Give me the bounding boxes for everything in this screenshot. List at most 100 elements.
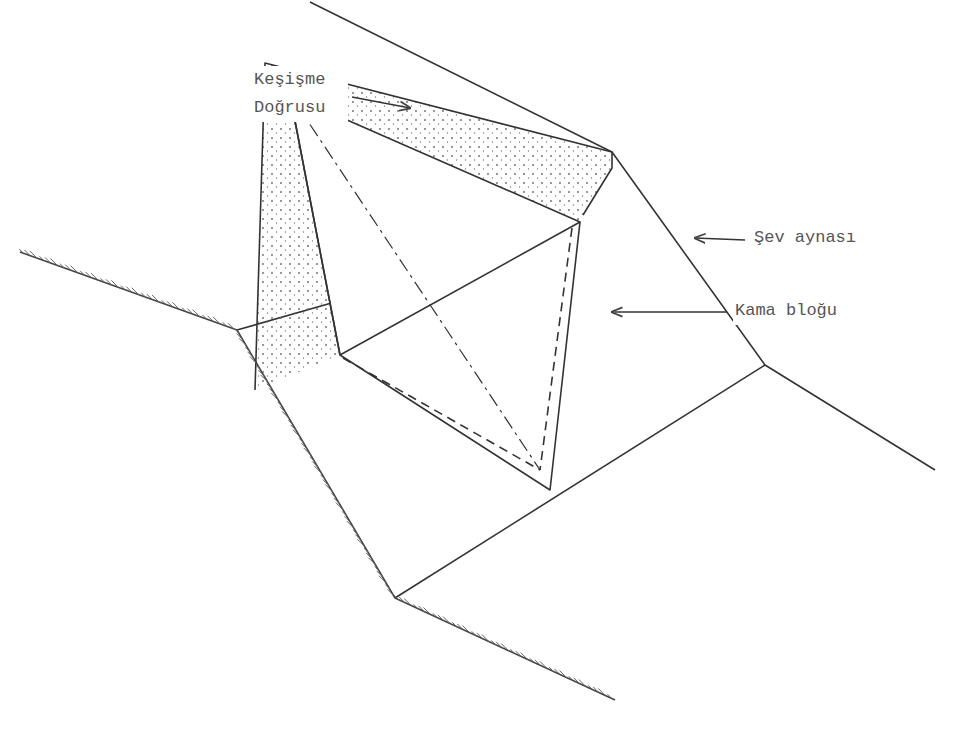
hatch-stroke [404, 599, 411, 606]
hatch-stroke [325, 484, 332, 491]
hatch-stroke [516, 651, 522, 657]
hatch-stroke [228, 323, 234, 329]
hatch-stroke [91, 273, 98, 280]
hatch-stroke [202, 315, 206, 319]
hatch-stroke [213, 317, 220, 324]
hatch-stroke [40, 256, 44, 260]
ground-hatching [19, 249, 612, 698]
hatch-stroke [132, 288, 139, 295]
hatch-stroke [593, 687, 599, 693]
hatch-stroke [332, 493, 336, 497]
hatch-stroke [106, 279, 112, 285]
hatch-stroke [413, 604, 417, 608]
hatch-stroke [86, 272, 92, 278]
hatch-stroke [482, 635, 489, 642]
callout-label: Kama bloğu [733, 297, 839, 325]
hatch-stroke [30, 251, 37, 258]
hatch-stroke [549, 667, 553, 671]
hatch-stroke [559, 671, 566, 678]
hatch-stroke [535, 660, 541, 666]
hatch-stroke [126, 287, 132, 293]
hatch-stroke [256, 365, 260, 369]
hatch-stroke [608, 694, 612, 698]
hatch-stroke [496, 642, 502, 648]
leader-arrow [695, 238, 745, 240]
hatch-stroke [187, 309, 193, 315]
hatch-stroke [250, 357, 257, 364]
hatch-stroke [438, 615, 444, 621]
hatch-stroke [25, 250, 31, 256]
hatch-stroke [288, 420, 292, 424]
hatch-stroke [388, 589, 394, 595]
hatch-stroke [310, 457, 314, 461]
hatch-stroke [71, 266, 78, 273]
hatch-stroke [569, 676, 573, 680]
wedge-block [290, 95, 580, 490]
hatch-stroke [530, 658, 534, 662]
hatch-stroke [579, 680, 586, 687]
hatch-stroke [299, 438, 303, 442]
hatch-stroke [172, 302, 179, 309]
hatch-stroke [45, 257, 51, 263]
hatch-stroke [540, 662, 547, 669]
leader-arrow [612, 311, 727, 312]
hatch-stroke [477, 633, 483, 639]
leader-arrow [352, 97, 410, 108]
hatch-stroke [235, 329, 239, 333]
intersection-line [295, 102, 540, 470]
hatch-stroke [60, 264, 64, 268]
hatch-stroke [433, 613, 437, 617]
hatch-stroke [223, 322, 227, 326]
hatch-stroke [419, 606, 425, 612]
hatch-stroke [239, 338, 246, 345]
hatch-stroke [364, 548, 368, 552]
hatch-stroke [491, 640, 495, 644]
hatch-stroke [521, 653, 528, 660]
hatch-stroke [111, 280, 118, 287]
hatch-stroke [314, 466, 321, 473]
hatch-stroke [101, 278, 105, 282]
hatch-stroke [50, 258, 57, 265]
hidden-edge [343, 358, 540, 470]
hatch-stroke [347, 521, 354, 528]
callout-label: Şev aynası [752, 224, 858, 252]
hatch-stroke [574, 678, 580, 684]
hatch-stroke [271, 393, 278, 400]
hatch-stroke [357, 539, 364, 546]
hatch-stroke [385, 585, 389, 589]
hatch-stroke [598, 689, 605, 696]
hatch-stroke [554, 669, 560, 675]
hatch-stroke [261, 375, 268, 382]
hatch-stroke [152, 295, 159, 302]
hatch-stroke [501, 644, 508, 651]
hatch-stroke [167, 301, 173, 307]
hatch-stroke [462, 626, 469, 633]
hatch-stroke [394, 595, 398, 599]
hatch-stroke [141, 293, 145, 297]
hatch-stroke [282, 411, 289, 418]
hatch-stroke [245, 347, 249, 351]
hatch-stroke [511, 649, 515, 653]
hatch-stroke [321, 475, 325, 479]
hatch-stroke [80, 271, 84, 275]
hatch-stroke [379, 576, 386, 583]
hatch-stroke [457, 624, 463, 630]
hatch-stroke [304, 448, 311, 455]
hatch-stroke [336, 503, 343, 510]
hatch-stroke [368, 558, 375, 565]
hatch-stroke [182, 308, 186, 312]
wedge-edge [290, 95, 340, 355]
hatch-stroke [121, 286, 125, 290]
callout-label: Keşişme Doğrusu [252, 66, 348, 122]
wedge-edge [340, 222, 580, 355]
hatch-stroke [443, 617, 450, 624]
hatch-stroke [267, 384, 271, 388]
hatch-stroke [353, 530, 357, 534]
hidden-edge [540, 228, 572, 470]
hatch-stroke [193, 310, 200, 317]
hatch-stroke [65, 265, 71, 271]
hatch-stroke [342, 512, 346, 516]
hatch-stroke [278, 402, 282, 406]
hatch-stroke [472, 631, 476, 635]
